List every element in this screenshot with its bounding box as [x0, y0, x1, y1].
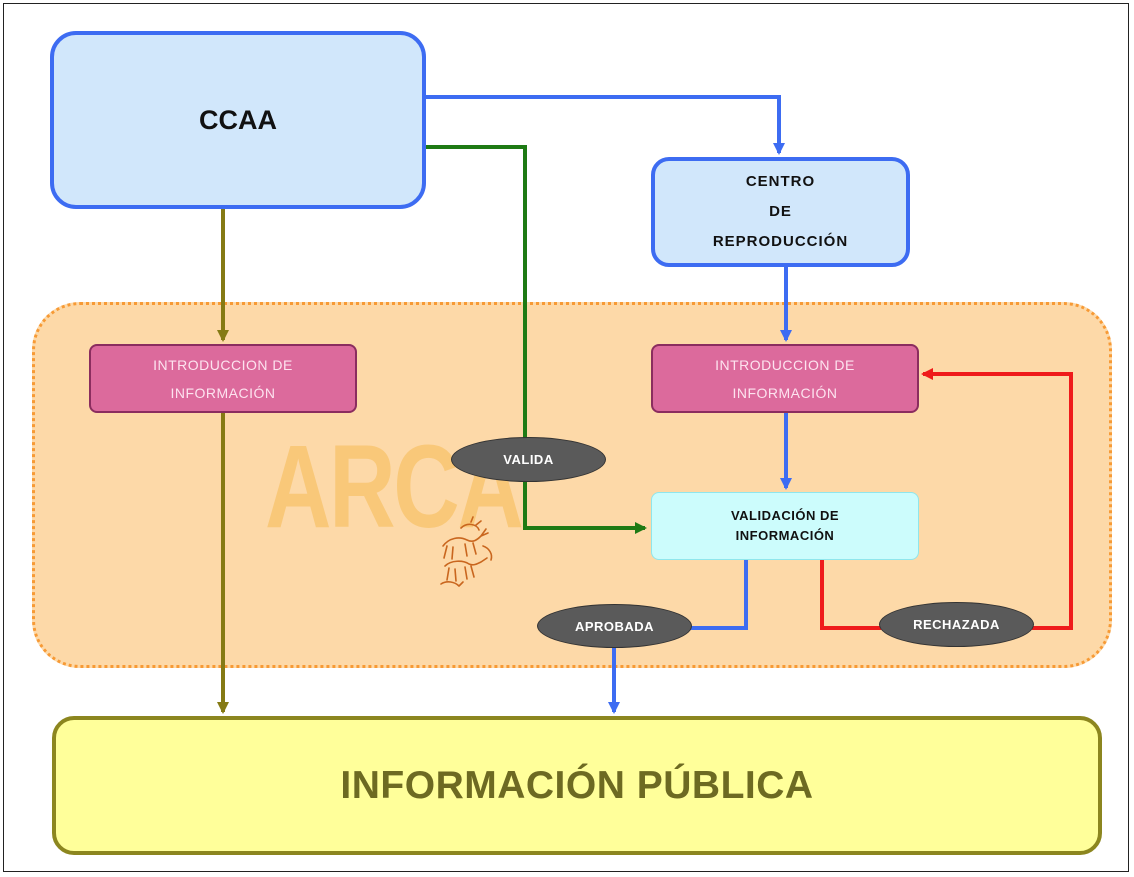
arrow-ccaa-to-centro: [426, 95, 785, 155]
intro-left-label-line-1: INTRODUCCION DE: [153, 356, 293, 373]
valida-label: VALIDA: [451, 437, 606, 482]
aprobada-label: APROBADA: [537, 604, 692, 648]
centro-reproduccion-node: CENTRO DE REPRODUCCIÓN: [651, 157, 910, 267]
ccaa-node: CCAA: [50, 31, 426, 209]
centro-label-line-1: CENTRO: [745, 173, 816, 190]
animals-logo-icon: [440, 516, 493, 587]
intro-right-label-line-2: INFORMACIÓN: [732, 384, 838, 401]
validacion-label-line-2: INFORMACIÓN: [735, 528, 835, 543]
arrow-validacion-to-rechazada: [820, 560, 881, 630]
intro-left-label-line-2: INFORMACIÓN: [170, 384, 276, 401]
rechazada-label: RECHAZADA: [879, 602, 1034, 647]
ccaa-label: CCAA: [199, 104, 277, 135]
validacion-informacion-node: VALIDACIÓN DE INFORMACIÓN: [651, 492, 919, 560]
introduccion-informacion-left-node: INTRODUCCION DE INFORMACIÓN: [89, 344, 357, 413]
centro-label-line-2: DE: [769, 203, 792, 220]
intro-right-label-line-1: INTRODUCCION DE: [715, 356, 855, 373]
validacion-label-line-1: VALIDACIÓN DE: [730, 508, 840, 523]
informacion-publica-label: INFORMACIÓN PÚBLICA: [340, 763, 814, 807]
arrow-rechazada-to-intro-right: [921, 368, 1073, 630]
informacion-publica-node: INFORMACIÓN PÚBLICA: [52, 716, 1102, 855]
arrow-ccaa-to-validacion: [426, 145, 647, 534]
arrow-validacion-to-aprobada: [690, 560, 748, 630]
introduccion-informacion-right-node: INTRODUCCION DE INFORMACIÓN: [651, 344, 919, 413]
centro-label-line-3: REPRODUCCIÓN: [712, 233, 849, 250]
